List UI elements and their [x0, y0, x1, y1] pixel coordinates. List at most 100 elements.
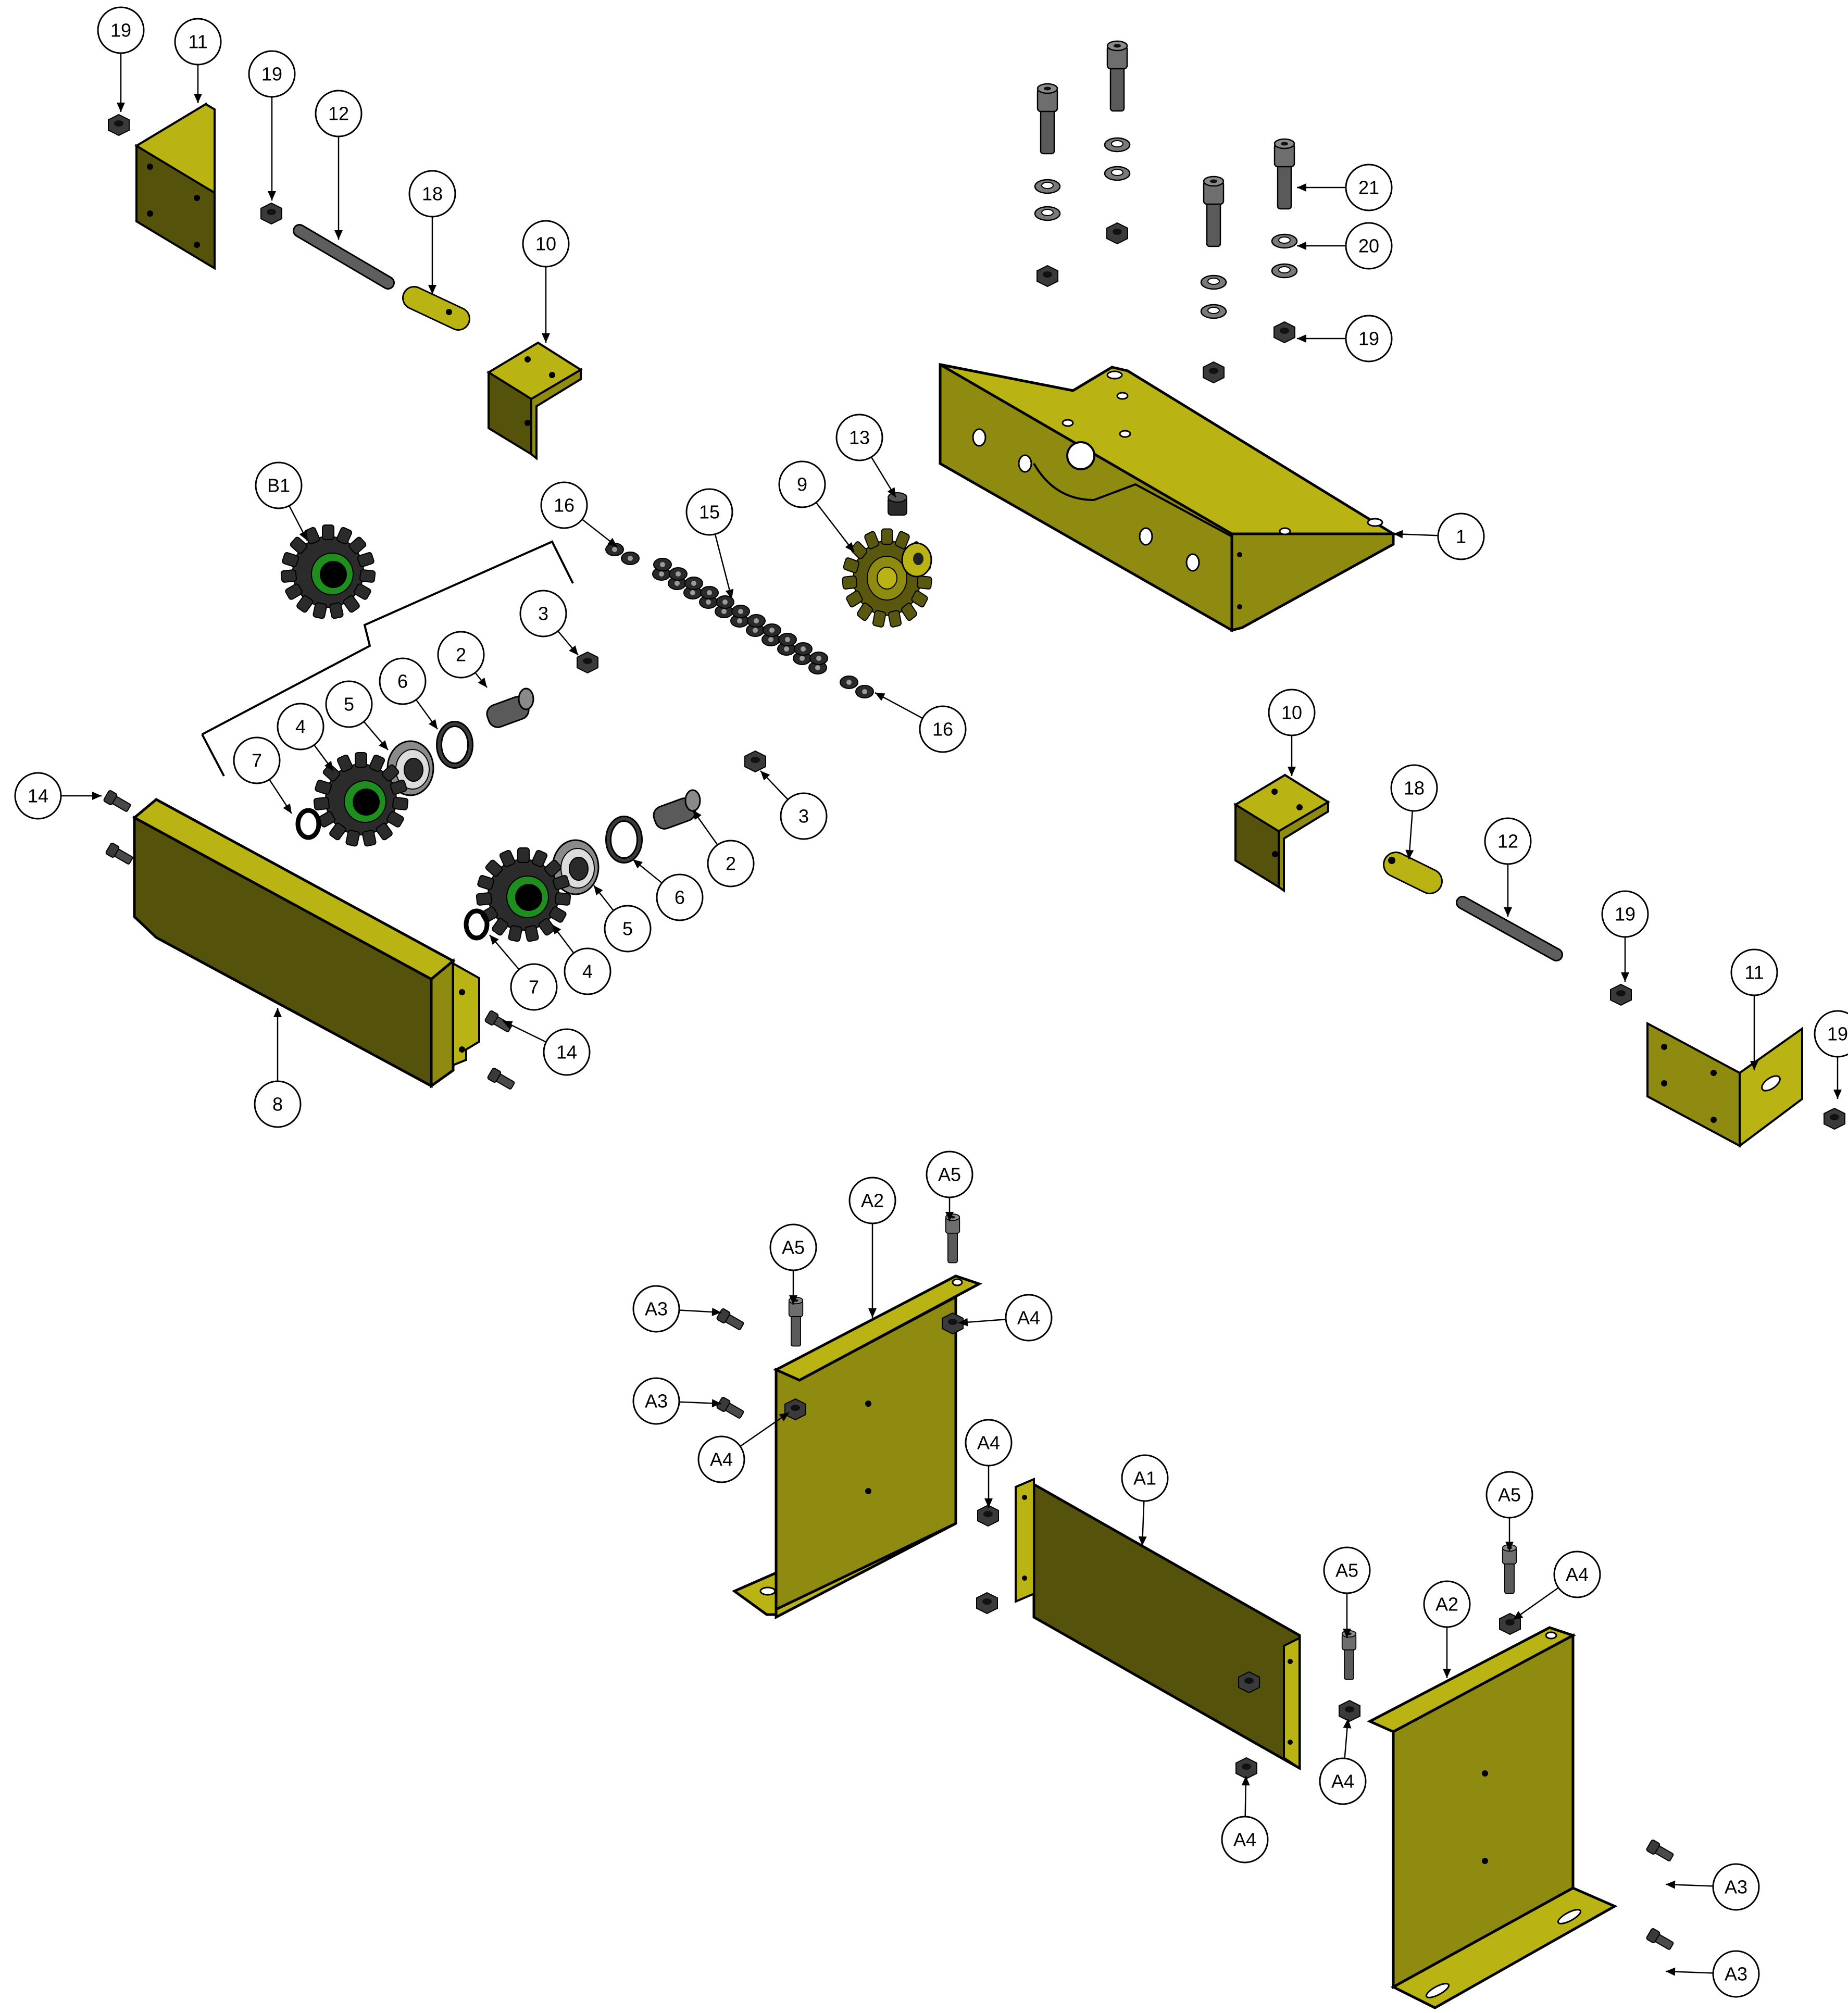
callout-18-balloon: 18 — [1390, 764, 1438, 860]
callout-a4-balloon: A4 — [1319, 1718, 1367, 1805]
leader-arrowhead — [1505, 1542, 1514, 1551]
screw-a3-b — [716, 1396, 746, 1421]
callout-18-balloon: 18 — [408, 170, 456, 294]
leader-arrowhead — [789, 1295, 797, 1305]
balloon-label: 18 — [1404, 778, 1425, 799]
nut-a4-f — [1235, 1757, 1257, 1779]
balloon-label: 14 — [556, 1042, 577, 1063]
ring-6-upper — [439, 724, 470, 766]
balloon-label: 10 — [535, 233, 556, 255]
balloon-circle — [1323, 1546, 1371, 1594]
leader-arrowhead — [428, 285, 436, 294]
balloon-circle — [632, 1285, 680, 1333]
balloon-label: 19 — [261, 64, 282, 85]
bracket-10-upper — [486, 341, 583, 461]
balloon-circle — [632, 1377, 680, 1425]
balloon-circle — [1345, 222, 1393, 270]
screw-a3-a — [716, 1307, 746, 1333]
spacer-18-right — [1383, 852, 1443, 894]
leader-arrowhead — [1513, 1611, 1524, 1620]
balloon-label: 8 — [272, 1094, 283, 1115]
callout-7-balloon: 7 — [489, 934, 558, 1011]
nut-a4-c — [977, 1505, 999, 1527]
leader-line — [815, 502, 855, 553]
callout-12-balloon: 12 — [315, 90, 363, 240]
balloon-label: A4 — [1233, 1829, 1256, 1851]
fastener-stacks — [1034, 40, 1298, 383]
balloon-label: 4 — [582, 961, 593, 982]
callout-a4-balloon: A4 — [1513, 1551, 1601, 1621]
balloon-label: 10 — [1281, 702, 1302, 723]
leader-arrowhead — [1443, 1669, 1451, 1678]
balloon-circle — [1553, 1551, 1601, 1598]
leader-arrowhead — [984, 1498, 993, 1508]
balloon-circle — [1814, 1010, 1848, 1058]
leader-arrowhead — [1343, 1719, 1352, 1729]
balloon-circle — [656, 873, 704, 921]
balloon-circle — [174, 18, 222, 66]
sprocket-b1 — [280, 524, 376, 620]
nut-19-c — [1610, 984, 1632, 1006]
callout-16-balloon: 16 — [540, 481, 618, 547]
leader-arrowhead — [428, 719, 438, 729]
callout-8-balloon: 8 — [254, 1008, 302, 1128]
balloon-circle — [1390, 764, 1438, 812]
leader-arrowhead — [945, 1212, 954, 1221]
leader-arrowhead — [725, 589, 734, 599]
callout-b1-balloon: B1 — [255, 461, 308, 541]
callout-3-balloon: 3 — [760, 770, 828, 840]
nut-19-d — [1824, 1108, 1845, 1130]
balloon-label: 5 — [344, 694, 354, 715]
callout-7-balloon: 7 — [233, 736, 293, 814]
balloon-label: 20 — [1358, 235, 1379, 257]
shaft-12-right — [1456, 896, 1563, 961]
leader-arrowhead — [1504, 907, 1512, 917]
callout-12-balloon: 12 — [1484, 817, 1532, 917]
leader-arrowhead — [324, 760, 333, 771]
balloon-label: A5 — [1498, 1484, 1521, 1506]
callout-14-balloon: 14 — [502, 1020, 591, 1076]
leader-arrowhead — [887, 487, 896, 497]
balloon-circle — [1221, 1816, 1269, 1864]
callout-15-balloon: 15 — [685, 488, 734, 599]
spacer-13 — [888, 492, 907, 516]
balloon-circle — [379, 657, 427, 705]
callout-4-balloon: 4 — [277, 703, 334, 771]
leader-arrowhead — [552, 924, 561, 935]
balloon-circle — [1345, 315, 1393, 362]
balloon-circle — [1730, 948, 1778, 996]
callout-2-balloon: 2 — [437, 631, 488, 688]
shaft-12-left — [293, 224, 395, 290]
chain-link-16-lower — [840, 676, 874, 698]
leader-line — [740, 1411, 790, 1447]
main-plate-1 — [939, 362, 1399, 633]
balloon-label: 9 — [797, 474, 807, 495]
balloon-label: A2 — [861, 1190, 884, 1211]
leader-arrowhead — [875, 693, 885, 701]
callout-5-balloon: 5 — [593, 885, 652, 953]
callout-6-balloon: 6 — [379, 657, 439, 730]
balloon-circle — [543, 1028, 591, 1076]
balloon-circle — [919, 705, 967, 753]
balloon-label: 12 — [328, 103, 349, 124]
leader-arrowhead — [1297, 334, 1306, 343]
leader-arrowhead — [1833, 1090, 1842, 1099]
chain-link-16-upper — [605, 543, 640, 565]
callout-10-balloon: 10 — [1268, 689, 1316, 776]
balloon-label: 3 — [538, 603, 548, 624]
bracket-11-left — [134, 102, 216, 270]
callout-14-balloon: 14 — [14, 772, 102, 820]
callout-19-balloon: 19 — [1601, 890, 1649, 982]
callout-5-balloon: 5 — [325, 680, 389, 751]
balloon-circle — [604, 905, 652, 953]
callout-3-balloon: 3 — [519, 590, 579, 656]
ring-7-lower — [466, 911, 487, 938]
callout-19-balloon: 19 — [1814, 1010, 1848, 1099]
balloon-label: 19 — [1827, 1023, 1848, 1045]
balloon-circle — [315, 90, 363, 137]
leader-arrowhead — [693, 810, 702, 820]
callout-19-balloon: 19 — [1297, 315, 1393, 362]
balloon-circle — [1423, 1580, 1471, 1628]
leader-arrowhead — [633, 859, 643, 869]
balloon-label: 7 — [252, 750, 262, 771]
